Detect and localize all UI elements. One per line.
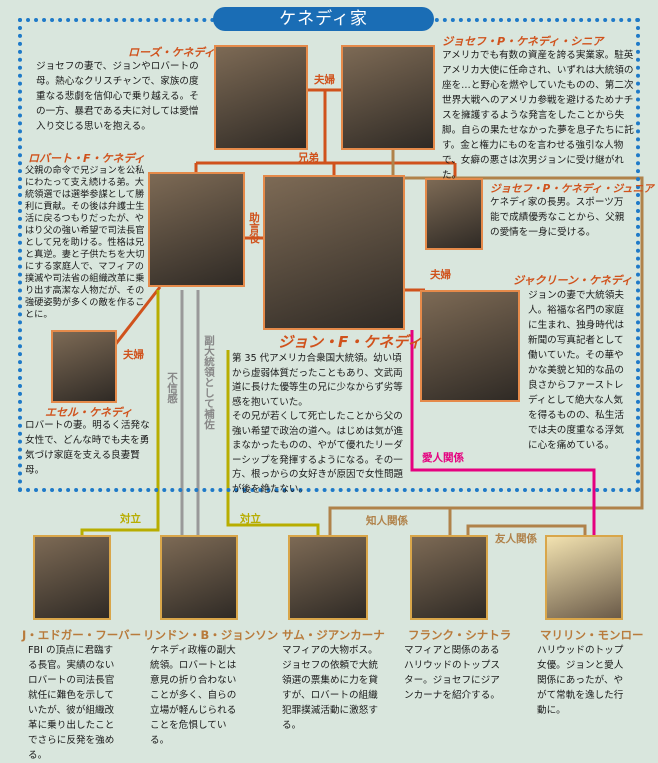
hoover-name: J・エドガー・フーバー — [22, 628, 142, 642]
hoover-photo — [33, 535, 111, 620]
line-hoover-conflict — [80, 290, 160, 535]
jacqueline-desc: ジョンの妻で大統領夫人。裕福な名門の家庭に生まれ、独身時代は新聞の写真記者として… — [528, 290, 625, 451]
monroe-desc: ハリウッドのトップ女優。ジョンと愛人関係にあったが、やがて常軌を逸した行動に。 — [537, 645, 624, 716]
rose-desc: ジョセフの妻で、ジョンやロバートの母。熱心なクリスチャンで、家族の度重なる悲劇を… — [36, 61, 199, 132]
johnson-photo — [160, 535, 238, 620]
label-vp-support: 副大統領として補佐 — [203, 335, 215, 430]
joseph-jr-name: ジョセフ・P・ケネディ・ジュニア — [490, 183, 654, 195]
rose-name: ローズ・ケネディ — [128, 46, 215, 59]
label-conflict-giancana: 対立 — [240, 513, 261, 525]
label-siblings: 兄弟 — [298, 152, 319, 164]
page-title: ケネディ家 — [213, 7, 434, 31]
label-distrust: 不信感 — [166, 372, 178, 404]
john-name: ジョン・F・ケネディ — [278, 333, 423, 351]
john-desc-1: 第 35 代アメリカ合衆国大統領。幼い頃から虚弱体質だったこともあり、文武両道に… — [232, 353, 403, 408]
label-couple-john: 夫婦 — [430, 269, 451, 281]
line-acquaintance — [328, 176, 644, 535]
john-desc-2: その兄が若くして死亡したことから父の強い希望で政治の道へ。はじめは気が進まなかっ… — [232, 411, 404, 495]
hoover-desc: FBI の頂点に君臨する長官。実績のないロバートの司法長官就任に難色を示していた… — [28, 645, 115, 761]
sinatra-name: フランク・シナトラ — [408, 628, 512, 642]
jacqueline-name: ジャクリーン・ケネディ — [513, 274, 633, 287]
line-robert-ethel — [113, 286, 162, 346]
john-desc: 第 35 代アメリカ合衆国大統領。幼い頃から虚弱体質だったこともあり、文武両道に… — [232, 352, 410, 497]
label-lover: 愛人関係 — [422, 452, 464, 464]
label-friend: 友人関係 — [495, 533, 537, 545]
johnson-name: リンドン・B・ジョンソン — [143, 628, 279, 642]
jacqueline-photo — [420, 290, 520, 402]
line-friend — [466, 524, 587, 535]
ethel-name: エセル・ケネディ — [45, 406, 133, 419]
monroe-name: マリリン・モンロー — [540, 628, 644, 642]
sinatra-desc: マフィアと関係のあるハリウッドのトップスター。ジョセフにジアンカーナを紹介する。 — [404, 645, 500, 701]
label-couple: 夫婦 — [314, 74, 335, 86]
label-couple-robert: 夫婦 — [123, 349, 144, 361]
joseph-jr-desc: ケネディ家の長男。スポーツ万能で成績優秀なことから、父親の愛情を一身に受ける。 — [490, 197, 625, 238]
joseph-sr-name: ジョセフ・P・ケネディ・シニア — [442, 35, 604, 48]
joseph-sr-photo — [341, 45, 435, 150]
robert-name: ロバート・F・ケネディ — [28, 152, 145, 165]
label-acquaintance: 知人関係 — [366, 515, 408, 527]
monroe-photo — [545, 535, 623, 620]
robert-desc: 父親の命令で兄ジョンを公私にわたって支え続ける弟。大統領選では選挙参謀として勝利… — [25, 165, 145, 320]
ethel-desc: ロバートの妻。明るく活発な女性で、どんな時でも夫を勇気づけ家庭を支える良妻賢母。 — [25, 420, 150, 476]
robert-photo — [148, 172, 245, 287]
label-conflict-hoover: 対立 — [120, 513, 141, 525]
label-advisor: 助言役 — [248, 212, 260, 244]
line-lover — [410, 330, 596, 535]
line-giancana-conflict — [226, 350, 320, 535]
giancana-photo — [288, 535, 368, 620]
ethel-photo — [51, 330, 117, 403]
giancana-name: サム・ジアンカーナ — [282, 628, 385, 642]
joseph-sr-desc: アメリカでも有数の資産を誇る実業家。駐英アメリカ大使に任命され、いずれは大統領の… — [442, 50, 634, 181]
relationship-lines — [80, 88, 644, 535]
joseph-jr-photo — [425, 178, 483, 250]
sinatra-photo — [410, 535, 488, 620]
john-photo — [263, 175, 405, 330]
rose-photo — [214, 45, 308, 150]
giancana-desc: マフィアの大物ボス。ジョセフの依頼で大統領選の票集めに力を貸すが、ロバートの組織… — [282, 645, 378, 731]
johnson-desc: ケネディ政権の副大統領。ロバートとは意見の折り合わないことが多く、自らの立場が軽… — [150, 645, 237, 746]
